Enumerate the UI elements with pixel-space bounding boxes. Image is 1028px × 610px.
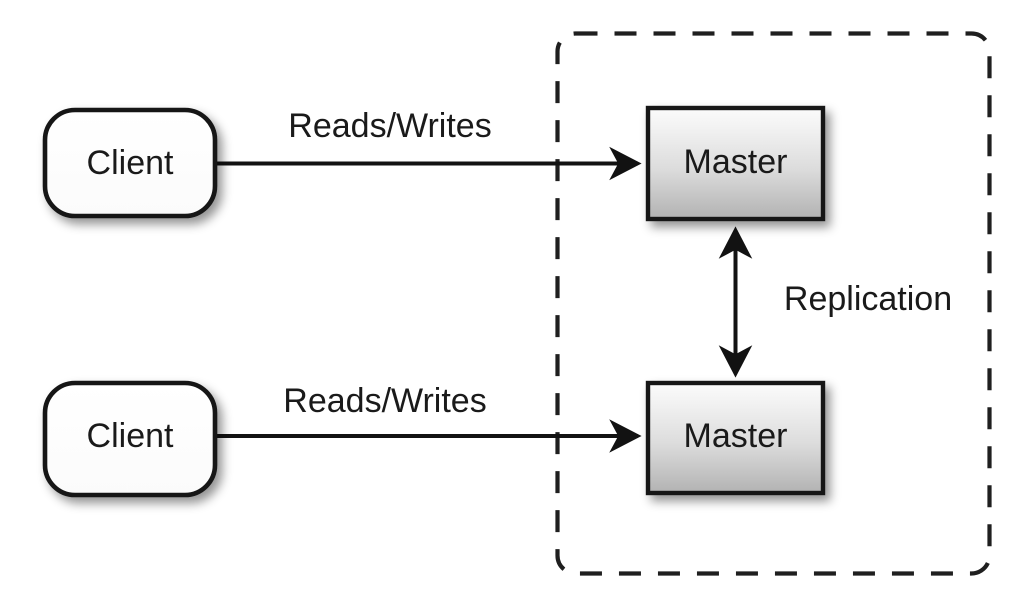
client-top-label: Client	[87, 144, 174, 182]
client-bottom-label: Client	[87, 417, 174, 455]
client-bottom-shape	[42, 380, 218, 498]
node-master-bottom[interactable]: Master	[645, 380, 826, 496]
node-client-bottom[interactable]: Client	[42, 380, 218, 498]
edge-label-reads-writes-top: Reads/Writes	[288, 107, 491, 145]
master-top-label: Master	[684, 143, 788, 181]
client-top-shape	[42, 107, 218, 219]
node-master-top[interactable]: Master	[645, 105, 826, 222]
master-bottom-shape	[645, 380, 826, 496]
edge-label-reads-writes-bottom: Reads/Writes	[283, 382, 486, 420]
master-bottom-label: Master	[684, 417, 788, 455]
master-top-shape	[645, 105, 826, 222]
edge-label-replication: Replication	[784, 280, 952, 318]
node-client-top[interactable]: Client	[42, 107, 218, 219]
replication-cluster-boundary	[555, 31, 992, 576]
